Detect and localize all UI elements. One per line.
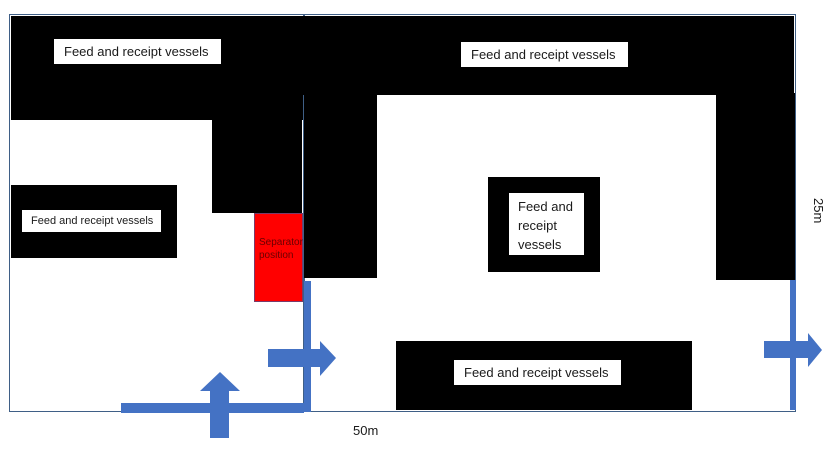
vessel-label-center: Feed and receipt vessels <box>509 193 584 255</box>
vessel-block-column-right <box>716 93 795 280</box>
dimension-height-label: 25m <box>811 198 826 224</box>
flow-arrow-up-icon <box>200 372 240 438</box>
vessel-label-top-left: Feed and receipt vessels <box>54 39 221 64</box>
vessel-block-top-left <box>11 16 303 120</box>
separator-position: Separator position <box>254 213 303 302</box>
vessel-block-column-mid <box>304 93 377 278</box>
vessel-block-drop-left <box>212 118 302 213</box>
flow-arrow-right-mid-icon <box>268 341 336 376</box>
vessel-label-middle-left: Feed and receipt vessels <box>22 210 161 232</box>
pipe-vertical-mid <box>304 281 311 412</box>
vessel-label-top-right: Feed and receipt vessels <box>461 42 628 67</box>
vessel-label-bottom: Feed and receipt vessels <box>454 360 621 385</box>
flow-arrow-right-exit-icon <box>764 333 822 367</box>
dimension-width-label: 50m <box>353 423 379 438</box>
site-boundary-right <box>303 14 796 412</box>
